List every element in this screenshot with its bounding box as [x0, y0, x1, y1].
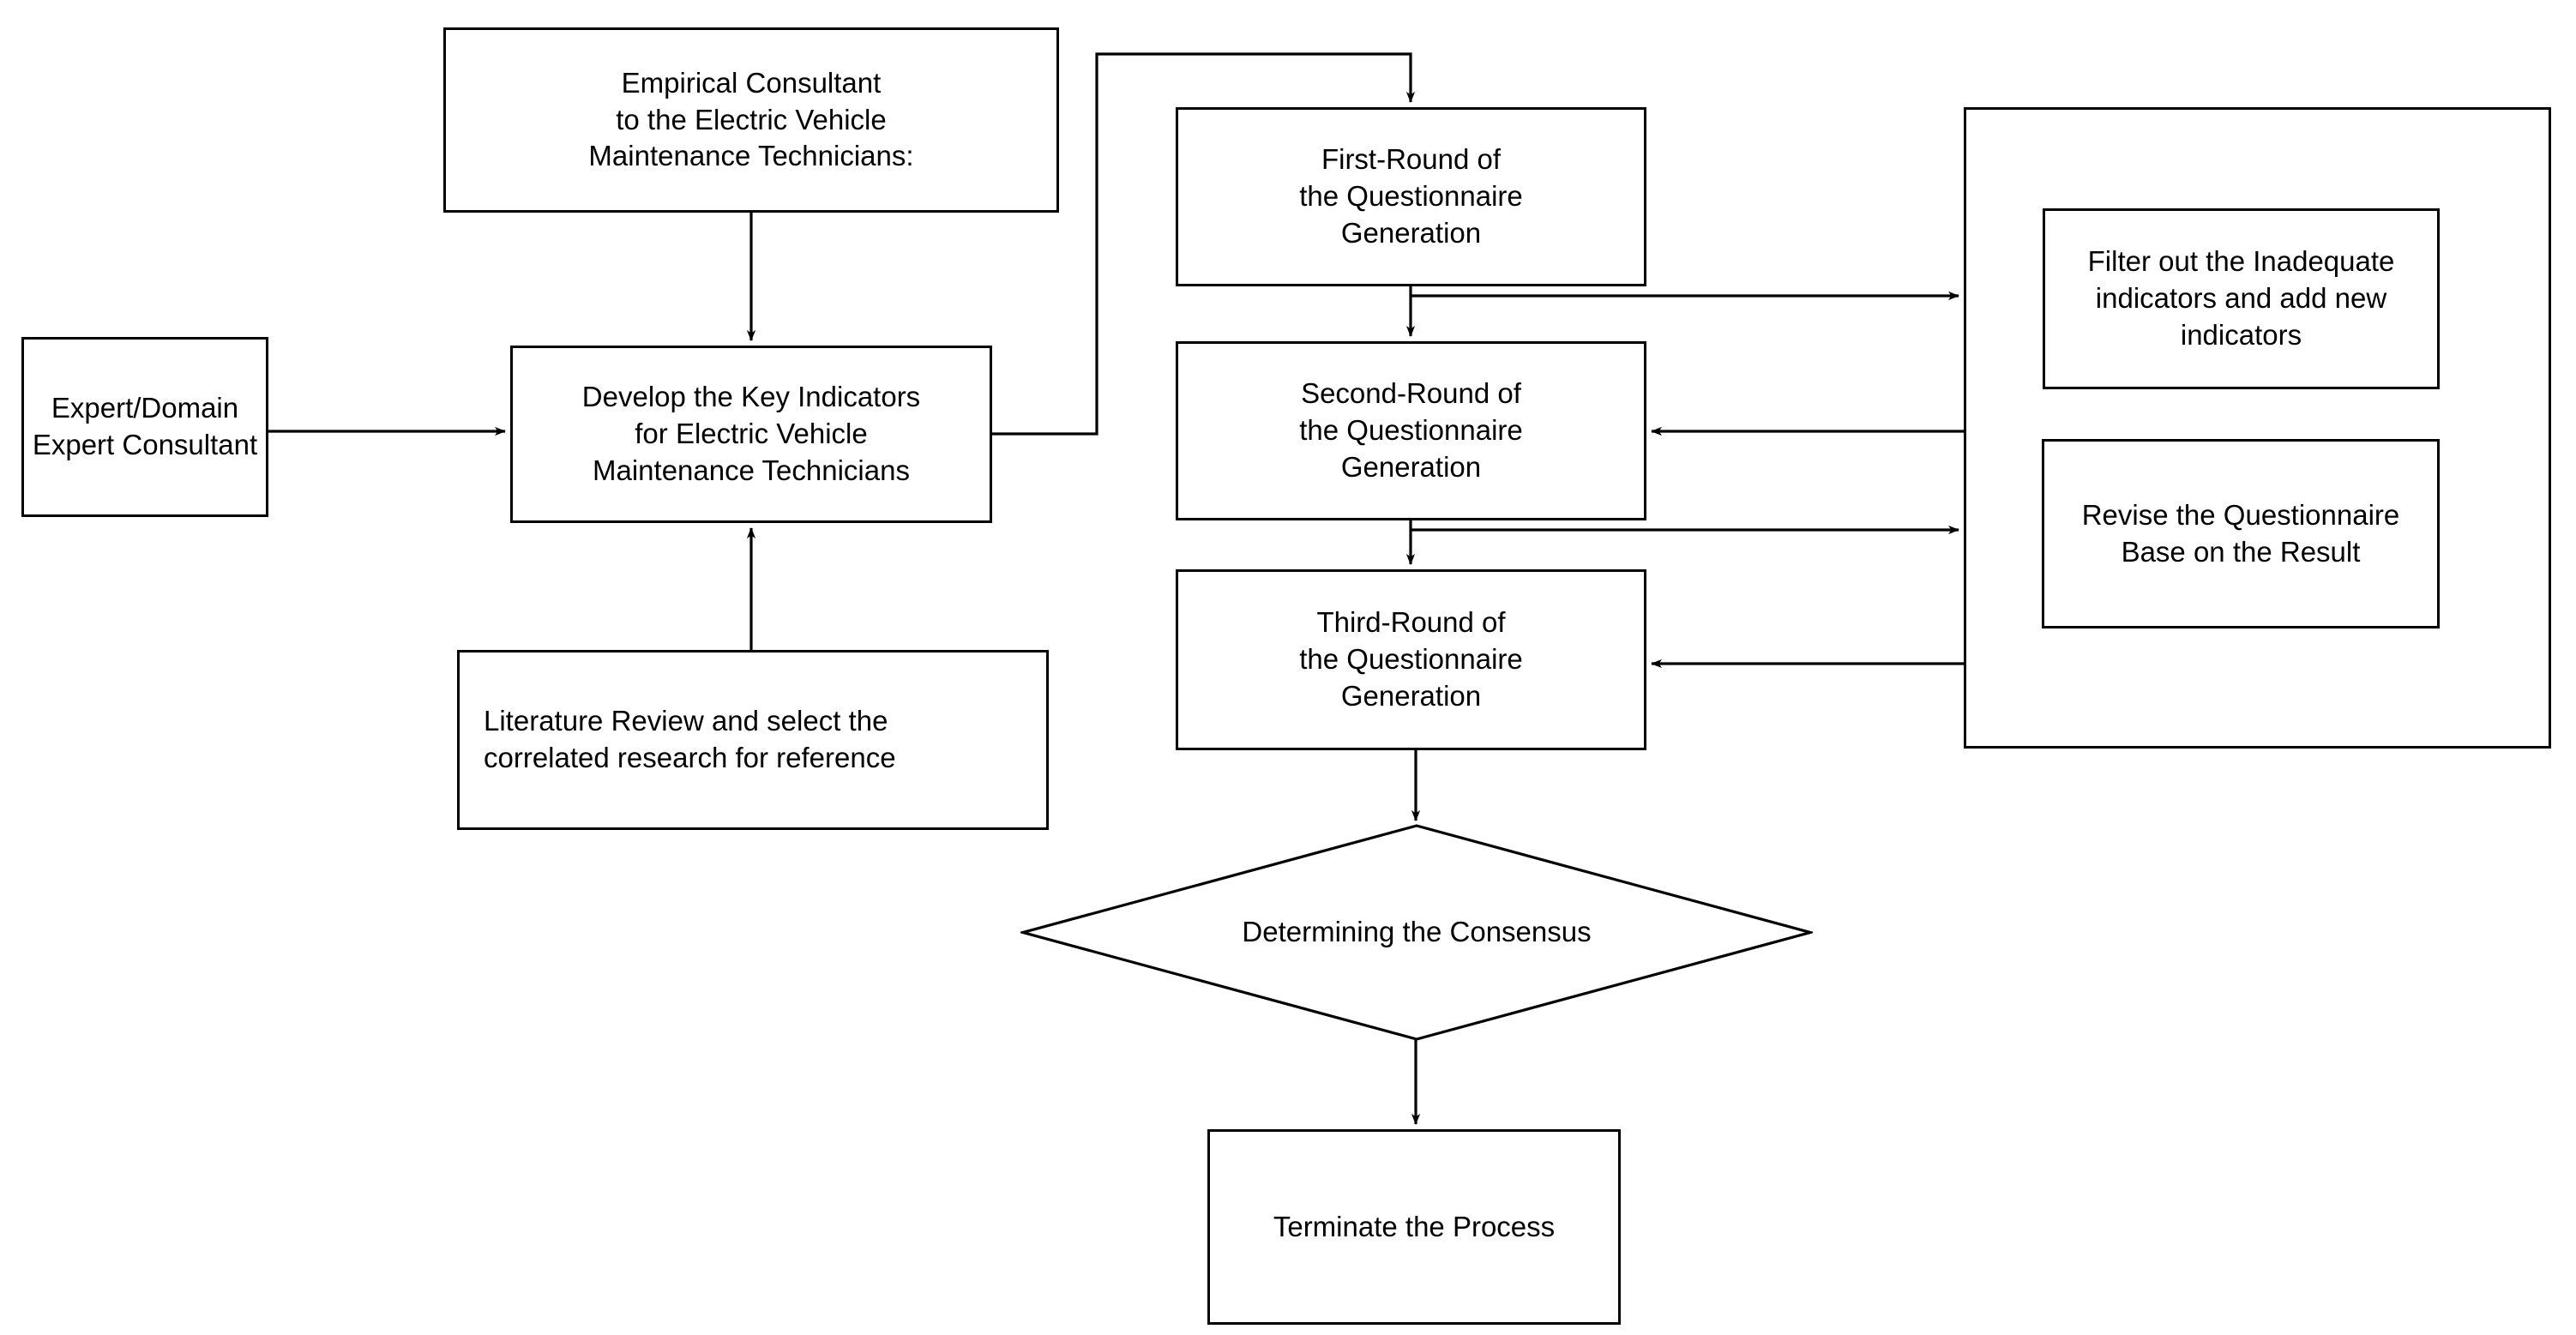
node-determining-consensus[interactable]: Determining the Consensus: [1017, 823, 1816, 1042]
node-first-round-questionnaire[interactable]: First-Round of the Questionnaire Generat…: [1176, 107, 1646, 286]
node-filter-inadequate-indicators[interactable]: Filter out the Inadequate indicators and…: [2043, 208, 2440, 389]
node-review-group-container[interactable]: [1964, 107, 2551, 749]
node-literature-review[interactable]: Literature Review and select the correla…: [457, 650, 1049, 830]
node-determining-consensus-label: Determining the Consensus: [1242, 916, 1592, 948]
node-third-round-questionnaire[interactable]: Third-Round of the Questionnaire Generat…: [1176, 569, 1646, 750]
node-second-round-questionnaire[interactable]: Second-Round of the Questionnaire Genera…: [1176, 341, 1646, 520]
node-develop-key-indicators[interactable]: Develop the Key Indicators for Electric …: [510, 346, 992, 523]
node-terminate-process[interactable]: Terminate the Process: [1207, 1129, 1621, 1325]
node-empirical-consultant[interactable]: Empirical Consultant to the Electric Veh…: [443, 27, 1059, 213]
node-revise-questionnaire[interactable]: Revise the Questionnaire Base on the Res…: [2042, 439, 2440, 628]
node-expert-consultant[interactable]: Expert/Domain Expert Consultant: [21, 337, 268, 517]
